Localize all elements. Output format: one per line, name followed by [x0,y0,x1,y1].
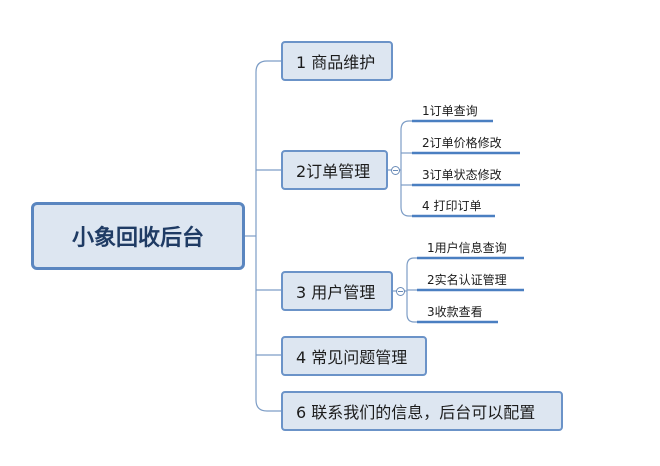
collapse-toggle-icon[interactable] [391,166,400,175]
root-label: 小象回收后台 [71,226,204,251]
branch-product-maintenance[interactable]: 1 商品维护 [281,41,393,81]
leaf-order-query[interactable]: 1订单查询 [422,104,478,118]
leaf-order-price-edit[interactable]: 2订单价格修改 [422,136,502,150]
branch-user-management[interactable]: 3 用户管理 [281,271,393,311]
branch-label: 6 联系我们的信息，后台可以配置 [296,403,536,422]
leaf-order-status-edit[interactable]: 3订单状态修改 [422,168,502,182]
branch-label: 3 用户管理 [296,283,376,302]
leaf-payment-view[interactable]: 3收款查看 [427,305,483,319]
branch-faq-management[interactable]: 4 常见问题管理 [281,336,427,376]
branch-order-management[interactable]: 2订单管理 [281,150,388,190]
collapse-toggle-icon[interactable] [396,287,405,296]
leaf-order-print[interactable]: 4 打印订单 [422,199,482,213]
branch-label: 4 常见问题管理 [296,348,408,367]
leaf-realname-auth[interactable]: 2实名认证管理 [427,273,507,287]
leaf-user-info-query[interactable]: 1用户信息查询 [427,241,507,255]
branch-label: 2订单管理 [296,162,371,181]
branch-contact-info[interactable]: 6 联系我们的信息，后台可以配置 [281,391,563,431]
branch-label: 1 商品维护 [296,53,376,72]
root-node[interactable]: 小象回收后台 [31,202,245,270]
